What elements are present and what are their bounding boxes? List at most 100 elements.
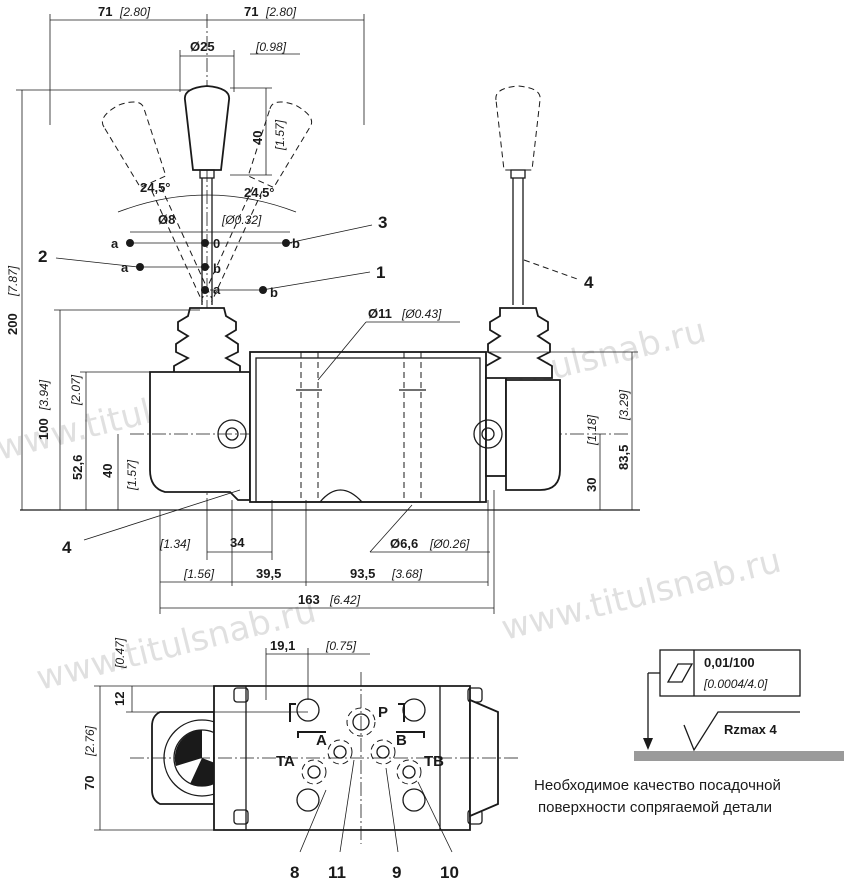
port-ta-inner bbox=[307, 765, 321, 779]
pos-dot bbox=[126, 239, 134, 247]
port-b bbox=[370, 739, 396, 765]
angle-arc bbox=[117, 194, 297, 213]
pos-zero: 0 bbox=[213, 236, 220, 251]
dim-30: 30 bbox=[584, 478, 599, 492]
dim-d8-inch: [Ø0.32] bbox=[221, 213, 262, 227]
port-label-tb: TB bbox=[424, 753, 444, 770]
alt-lever-bellows bbox=[485, 307, 553, 379]
bottom-dimensions: 19,1 [0.75] [0.47] 12 70 [2.76] 8 11 9 1… bbox=[82, 637, 459, 882]
bolt-hole bbox=[296, 788, 320, 812]
dim-40b: 40 bbox=[100, 464, 115, 478]
port-label-ta: TA bbox=[276, 753, 295, 770]
end-cap bbox=[485, 375, 507, 477]
port-label-a: A bbox=[316, 732, 327, 749]
callout-11: 11 bbox=[328, 863, 346, 882]
pos-a-left2: a bbox=[121, 260, 129, 275]
dim-200-inch: [7.87] bbox=[6, 265, 20, 297]
surface-note-line1: Необходимое качество посадочной bbox=[534, 777, 781, 794]
dim-71-left-inch: [2.80] bbox=[119, 5, 151, 19]
lever-collar bbox=[199, 169, 215, 179]
angle-right: 24,5° bbox=[244, 185, 275, 200]
leader bbox=[261, 271, 371, 291]
dim-163-inch: [6.42] bbox=[329, 593, 361, 607]
port-tb bbox=[396, 759, 422, 785]
leader bbox=[287, 224, 373, 244]
callout-1: 1 bbox=[376, 263, 385, 282]
pos-b-right2: b bbox=[270, 285, 278, 300]
dim-34-inch: [1.34] bbox=[159, 537, 191, 551]
dim-12-inch: [0.47] bbox=[113, 637, 127, 669]
leader bbox=[523, 259, 581, 281]
alt-lever-collar bbox=[510, 169, 526, 179]
callout-9: 9 bbox=[392, 863, 401, 882]
callout-4-left: 4 bbox=[62, 538, 72, 557]
port-bracket bbox=[398, 703, 405, 722]
pos-dot bbox=[282, 239, 290, 247]
dim-71-right-inch: [2.80] bbox=[265, 5, 297, 19]
bottom-view: P A B TA TB bbox=[130, 672, 520, 844]
side-dimensions: 71 [2.80] 71 [2.80] Ø25 [0.98] 40 [1.57]… bbox=[5, 4, 638, 614]
pos-dot bbox=[201, 286, 209, 294]
dim-200: 200 bbox=[5, 313, 20, 335]
lever-knob-left bbox=[101, 101, 213, 303]
port-a bbox=[327, 739, 353, 765]
alt-lever-knob bbox=[495, 85, 541, 171]
dim-30-inch: [1.18] bbox=[585, 414, 599, 446]
dim-19-1-inch: [0.75] bbox=[325, 639, 357, 653]
dim-d6-6-inch: [Ø0.26] bbox=[429, 537, 470, 551]
dim-39-5: 39,5 bbox=[256, 566, 281, 581]
surface-note-line2: поверхности сопрягаемой детали bbox=[538, 799, 772, 816]
port-tb-inner bbox=[402, 765, 416, 779]
dim-93-5-inch: [3.68] bbox=[391, 567, 423, 581]
flatness-icon bbox=[666, 663, 694, 683]
dim-d11-inch: [Ø0.43] bbox=[401, 307, 442, 321]
surface-quality-block: 0,01/100 [0.0004/4.0] Rzmax 4 Необходимо… bbox=[534, 649, 844, 816]
pivot-plan-shade bbox=[174, 730, 202, 766]
plate-corner bbox=[233, 687, 249, 703]
callout-3: 3 bbox=[378, 213, 387, 232]
dim-d11: Ø11 bbox=[368, 306, 392, 321]
pivot-circle-right bbox=[473, 419, 503, 449]
pos-dot bbox=[136, 263, 144, 271]
lever-bellows bbox=[173, 307, 241, 375]
dim-71-right: 71 bbox=[244, 4, 258, 19]
dim-39-5-inch: [1.56] bbox=[183, 567, 215, 581]
lever-knob-right bbox=[201, 101, 313, 303]
leader bbox=[55, 257, 139, 268]
plate-corner bbox=[233, 809, 249, 825]
dim-71-left: 71 bbox=[98, 4, 112, 19]
dim-34: 34 bbox=[230, 535, 245, 550]
valve-body bbox=[249, 351, 487, 503]
valve-body-inner bbox=[255, 357, 481, 503]
pos-dot bbox=[201, 239, 209, 247]
watermark: www.titulsnab.ru bbox=[498, 541, 785, 649]
dim-100: 100 bbox=[36, 418, 51, 440]
leader bbox=[417, 781, 453, 853]
dim-d6-6: Ø6,6 bbox=[390, 536, 418, 551]
leader bbox=[369, 504, 413, 553]
bolt-hole bbox=[402, 788, 426, 812]
roughness-symbol bbox=[683, 711, 800, 752]
pivot-bolt-right bbox=[481, 427, 495, 441]
callout-8: 8 bbox=[290, 863, 299, 882]
callout-2: 2 bbox=[38, 247, 47, 266]
pos-b-right: b bbox=[292, 236, 300, 251]
port-label-b: B bbox=[396, 732, 407, 749]
dim-163: 163 bbox=[298, 592, 320, 607]
lever-housing bbox=[149, 371, 251, 501]
port-bracket bbox=[289, 703, 296, 722]
leader bbox=[299, 789, 327, 853]
dim-70-inch: [2.76] bbox=[83, 725, 97, 757]
dim-d25-inch: [0.98] bbox=[255, 40, 287, 54]
roughness-value: Rzmax 4 bbox=[724, 722, 778, 737]
pos-a-left: a bbox=[111, 236, 119, 251]
pos-a-mid: a bbox=[213, 282, 221, 297]
body-notch bbox=[319, 489, 363, 503]
dim-d25: Ø25 bbox=[190, 39, 215, 54]
dim-40-inch: [1.57] bbox=[273, 119, 287, 151]
leader bbox=[317, 321, 367, 381]
side-view bbox=[20, 14, 640, 512]
dim-52-6: 52,6 bbox=[70, 455, 85, 480]
dim-19-1: 19,1 bbox=[270, 638, 295, 653]
